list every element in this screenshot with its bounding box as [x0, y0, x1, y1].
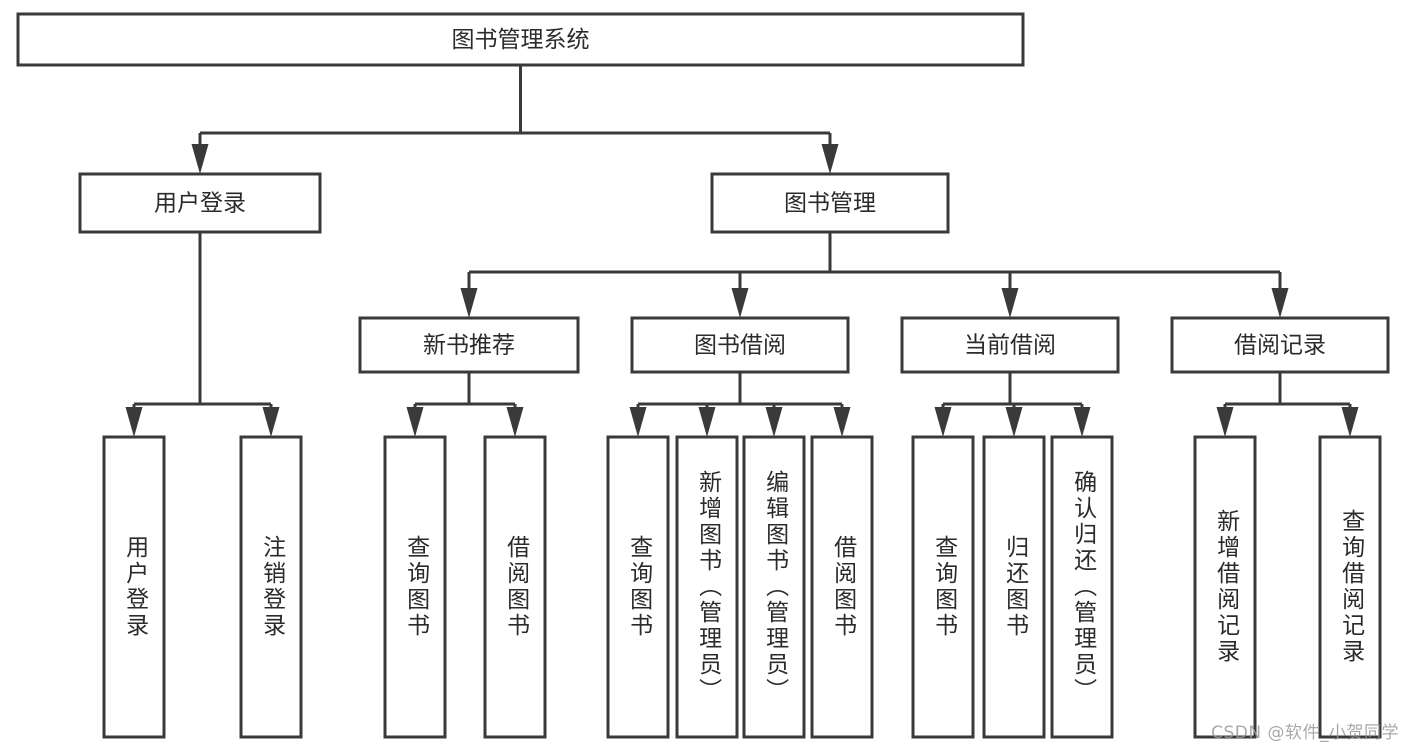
arrow-head-icon	[765, 407, 783, 437]
arrow-head-icon	[1001, 288, 1019, 318]
arrow-head-icon	[1271, 288, 1289, 318]
arrow-head-icon	[125, 407, 143, 437]
arrow-head-icon	[506, 407, 524, 437]
arrow-head-icon	[460, 288, 478, 318]
node-box-leaf-7[interactable]	[810, 435, 874, 739]
arrow-head-icon	[833, 407, 851, 437]
node-box-leaf-3[interactable]	[483, 435, 547, 739]
arrow-head-icon	[629, 407, 647, 437]
node-box-leaf-8[interactable]	[911, 435, 975, 739]
arrow-head-icon	[731, 288, 749, 318]
node-box-leaf-5[interactable]	[675, 435, 739, 739]
arrow-head-icon	[1341, 407, 1359, 437]
node-box-level2-0[interactable]	[78, 172, 322, 234]
node-label-level3-0: 新书推荐	[423, 333, 515, 359]
node-box-leaf-4[interactable]	[606, 435, 670, 739]
node-box-leaf-2[interactable]	[383, 435, 447, 739]
arrow-head-icon	[934, 407, 952, 437]
arrow-head-icon	[406, 407, 424, 437]
arrow-head-icon	[262, 407, 280, 437]
arrow-head-icon	[1073, 407, 1091, 437]
node-box-level3-1[interactable]	[630, 316, 850, 374]
node-box-level3-3[interactable]	[1170, 316, 1390, 374]
node-box-leaf-0[interactable]	[102, 435, 166, 739]
node-label-level3-1: 图书借阅	[694, 333, 786, 359]
node-box-leaf-1[interactable]	[239, 435, 303, 739]
node-label-level2-1: 图书管理	[784, 191, 876, 217]
node-box-layer	[16, 12, 1390, 739]
arrow-head-icon	[1005, 407, 1023, 437]
node-box-leaf-12[interactable]	[1318, 435, 1382, 739]
node-label-level2-0: 用户登录	[154, 191, 246, 217]
node-box-level3-2[interactable]	[900, 316, 1120, 374]
node-box-root[interactable]	[16, 12, 1025, 67]
watermark-text: CSDN @软件_小贺同学	[1211, 723, 1399, 743]
connector-layer	[125, 65, 1359, 437]
arrow-head-icon	[1216, 407, 1234, 437]
node-box-leaf-9[interactable]	[982, 435, 1046, 739]
node-box-leaf-11[interactable]	[1193, 435, 1257, 739]
node-box-leaf-6[interactable]	[742, 435, 806, 739]
arrow-head-icon	[698, 407, 716, 437]
arrow-head-icon	[191, 144, 209, 174]
node-label-level3-3: 借阅记录	[1234, 333, 1326, 359]
node-label-level3-2: 当前借阅	[964, 333, 1056, 359]
node-box-leaf-10[interactable]	[1050, 435, 1114, 739]
node-label-root: 图书管理系统	[452, 27, 590, 53]
node-box-level2-1[interactable]	[710, 172, 950, 234]
node-box-level3-0[interactable]	[358, 316, 580, 374]
arrow-head-icon	[821, 144, 839, 174]
